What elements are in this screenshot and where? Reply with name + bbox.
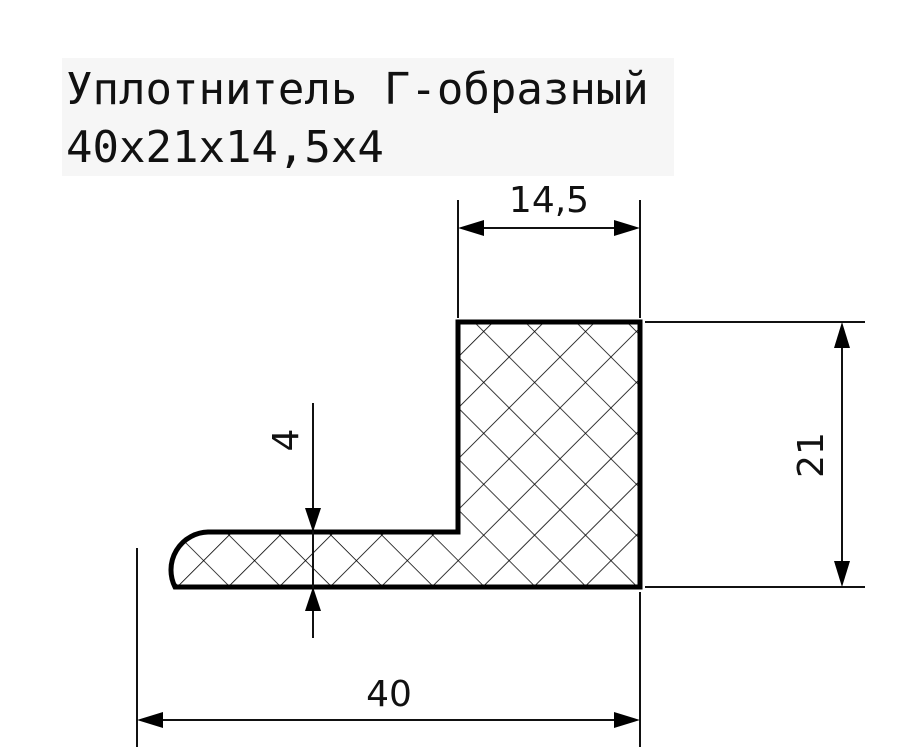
dimension-label-top-width: 14,5	[509, 180, 589, 221]
arrow-head	[305, 587, 321, 611]
arrow-head	[305, 508, 321, 532]
dimension-total-width: 40	[136, 548, 641, 747]
arrow-head	[614, 712, 640, 728]
arrow-head	[614, 220, 640, 236]
title-line-1: Уплотнитель Г-образный	[66, 64, 649, 115]
arrow-head	[137, 712, 163, 728]
title-block: Уплотнитель Г-образный 40x21x14,5x4	[62, 58, 674, 176]
arrow-head	[834, 561, 850, 587]
dimension-label-height: 21	[791, 432, 832, 478]
dimension-label-lip-thickness: 4	[266, 429, 307, 452]
dimension-height: 21	[645, 321, 865, 588]
dimension-label-total-width: 40	[366, 674, 412, 715]
profile-section	[168, 319, 643, 590]
arrow-head	[834, 322, 850, 348]
dimension-top-width: 14,5	[457, 180, 641, 318]
title-background	[62, 58, 674, 176]
arrow-head	[458, 220, 484, 236]
dimension-lip-thickness: 4	[266, 403, 321, 638]
title-line-2: 40x21x14,5x4	[66, 122, 384, 173]
